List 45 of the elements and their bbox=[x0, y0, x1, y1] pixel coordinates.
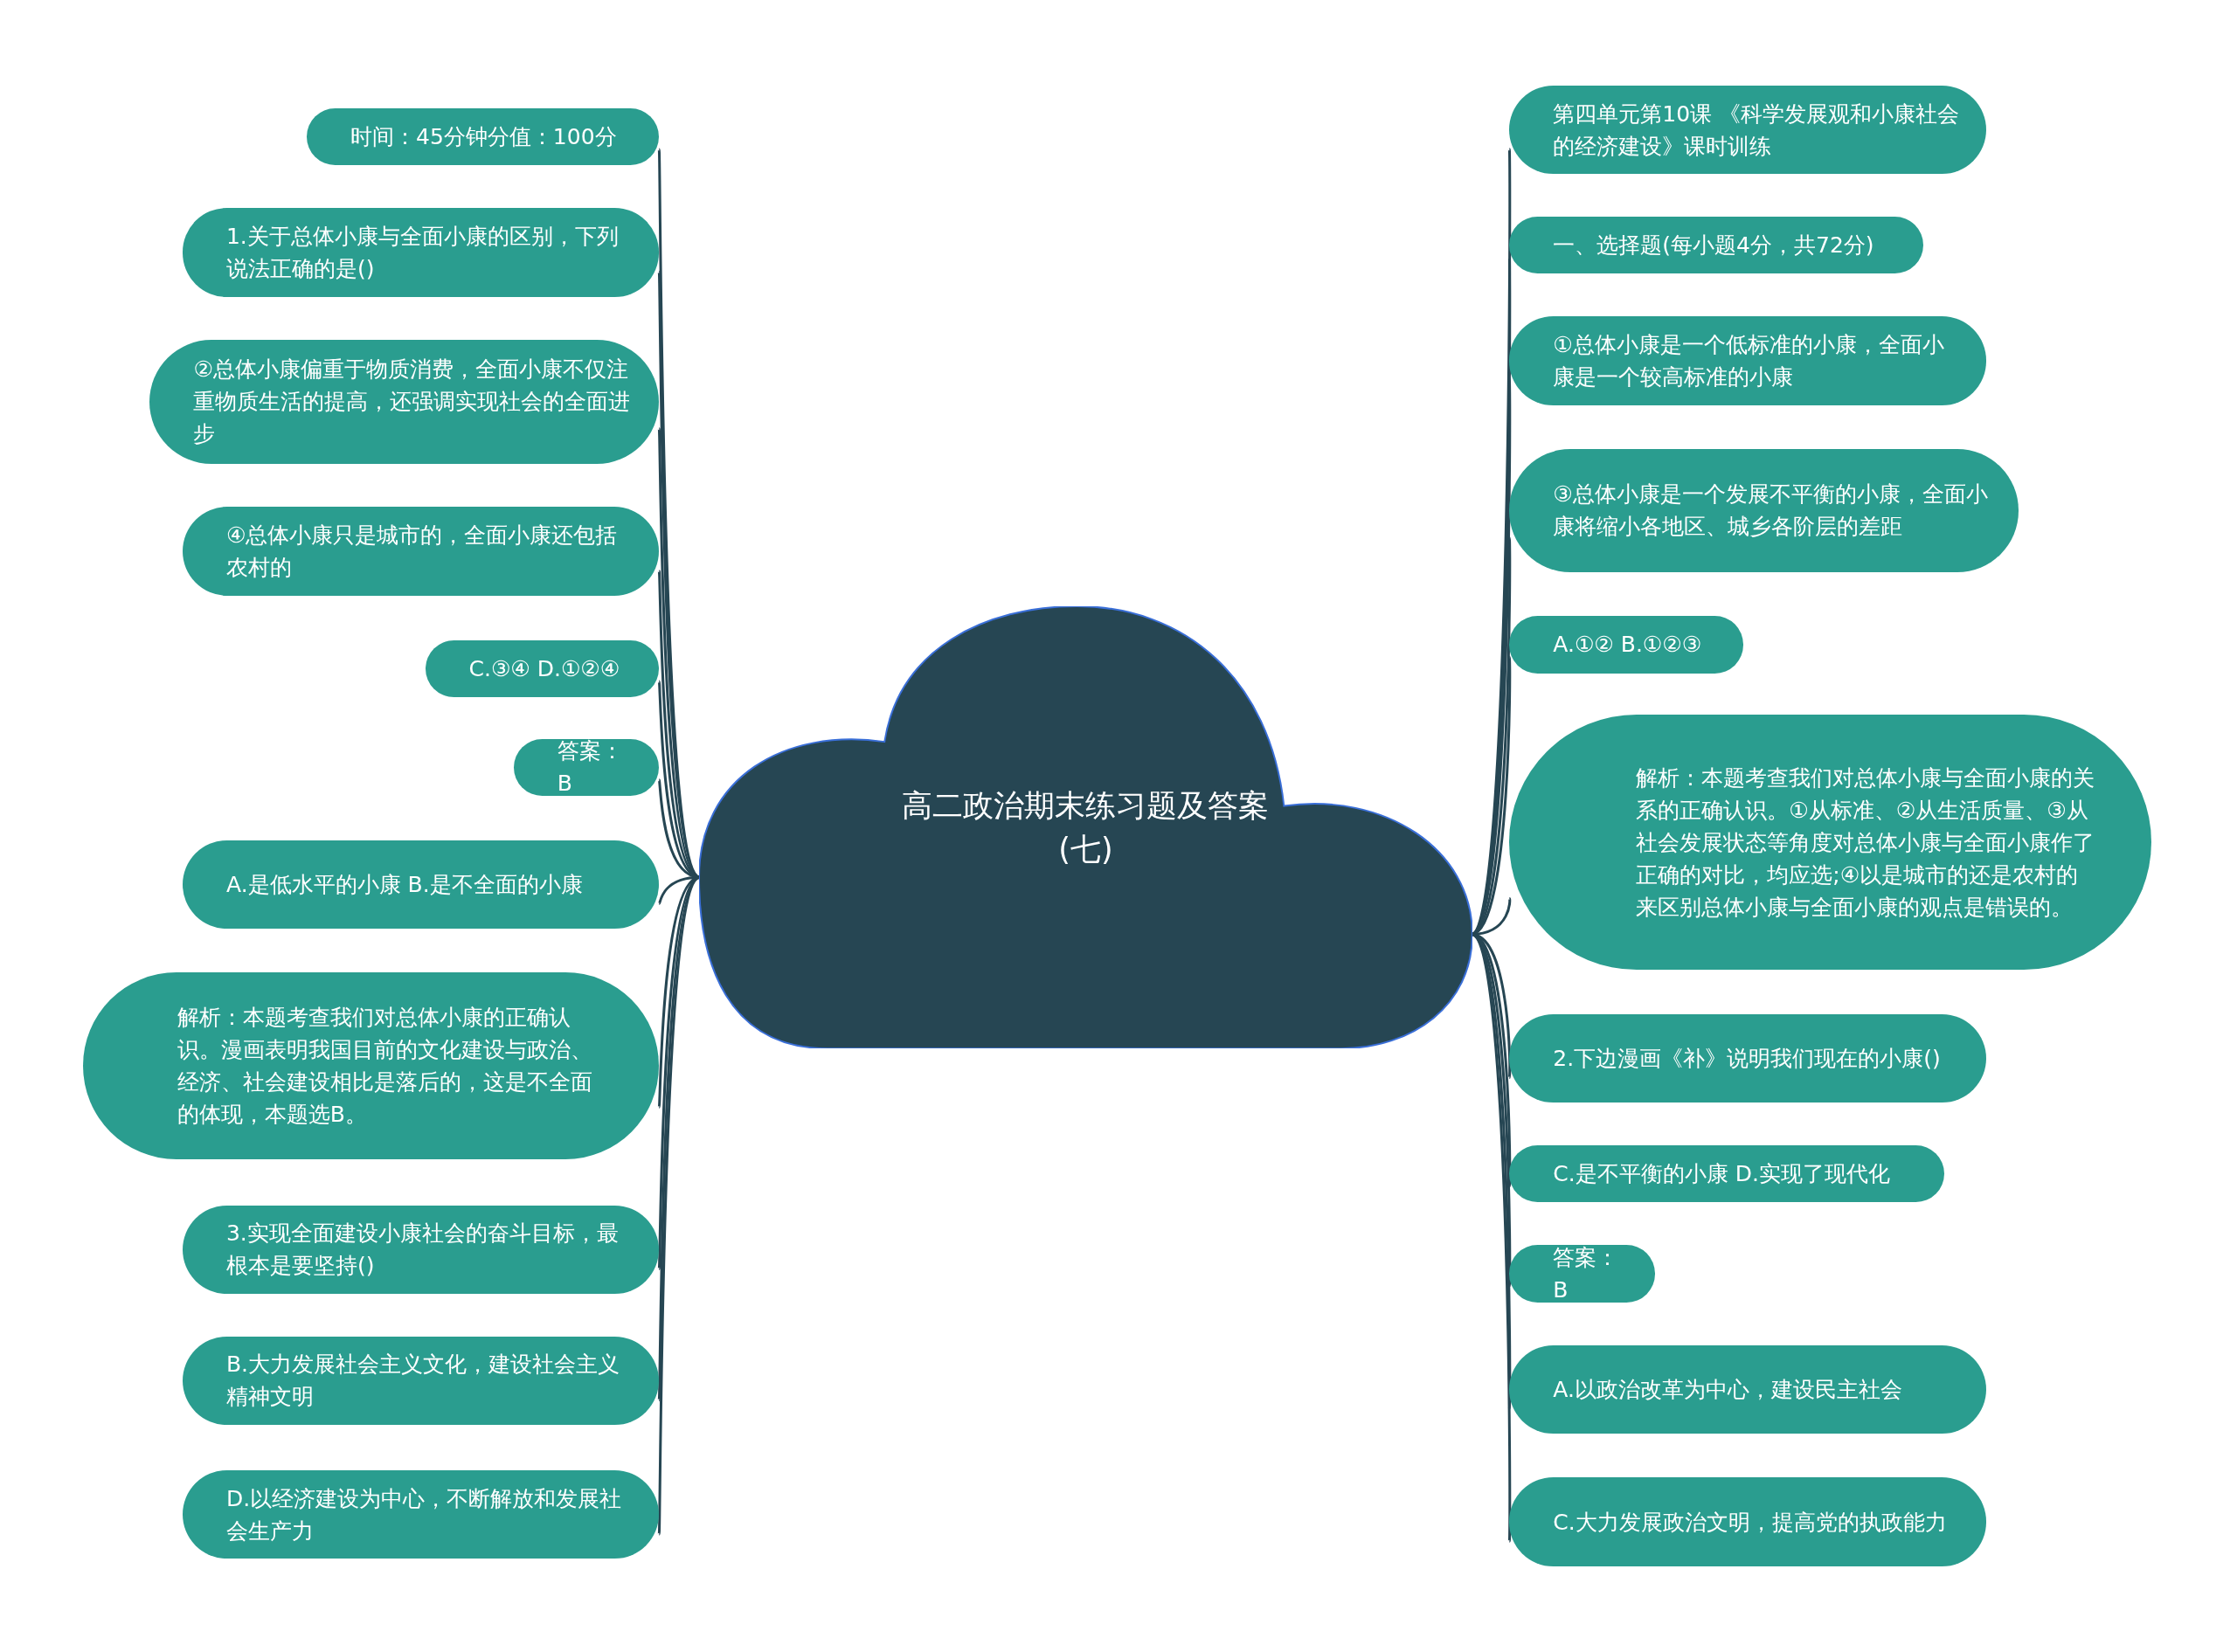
node-text: ④总体小康只是城市的，全面小康还包括农村的 bbox=[225, 522, 619, 582]
node-text: 时间：45分钟分值：100分 bbox=[350, 123, 617, 152]
topic-node bbox=[1509, 449, 2019, 572]
topic-node bbox=[182, 506, 660, 597]
topic-node bbox=[1509, 1013, 1986, 1103]
cloud-topic-node bbox=[699, 605, 1472, 1048]
topic-node bbox=[1509, 1145, 1945, 1203]
node-text: 3.实现全面建设小康社会的奋斗目标，最根本是要坚持() bbox=[225, 1220, 620, 1281]
topic-node bbox=[1509, 714, 2152, 971]
topic-node bbox=[182, 1205, 660, 1294]
node-text: A.①② B.①②③ bbox=[1553, 631, 1702, 660]
topic-node bbox=[1509, 616, 1744, 674]
node-text: B.大力发展社会主义文化，建设社会主义精神文明 bbox=[225, 1351, 621, 1412]
node-text: 1.关于总体小康与全面小康的区别，下列说法正确的是() bbox=[225, 222, 620, 283]
node-text: D.以经济建设为中心，不断解放和发展社会生产力 bbox=[225, 1484, 623, 1545]
topic-node bbox=[1509, 1344, 1986, 1434]
node-text: 一、选择题(每小题4分，共72分) bbox=[1553, 232, 1874, 260]
topic-node bbox=[182, 208, 660, 297]
node-text: 解析：本题考查我们对总体小康与全面小康的关系的正确认识。①从标准、②从生活质量、③从社会发展状态等角度对总体小康与全面小康作了正确的对比，均应选;④以是城市的还是农村的来区别总体小康与全面小康的观点是错误的。 bbox=[1636, 764, 2096, 922]
node-text: ①总体小康是一个低标准的小康，全面小康是一个较高标准的小康 bbox=[1553, 331, 1945, 392]
node-text: ②总体小康偏重于物质消费，全面小康不仅注重物质生活的提高，还强调实现社会的全面进步 bbox=[193, 356, 632, 449]
topic-node bbox=[1509, 316, 1986, 405]
node-text: 第四单元第10课 《科学发展观和小康社会的经济建设》课时训练 bbox=[1553, 100, 1960, 161]
topic-node bbox=[82, 972, 660, 1160]
node-text: A.是低水平的小康 B.是不全面的小康 bbox=[225, 870, 583, 899]
topic-node bbox=[1509, 1245, 1655, 1303]
node-text: A.以政治改革为中心，建设民主社会 bbox=[1553, 1375, 1902, 1404]
topic-node bbox=[307, 108, 660, 166]
topic-node bbox=[1509, 85, 1986, 175]
node-text: 答案：B bbox=[557, 737, 624, 798]
node-text: 解析：本题考查我们对总体小康的正确认识。漫画表明我国目前的文化建设与政治、经济、社会建设相比是落后的，这是不全面的体现，本题选B。 bbox=[177, 1004, 593, 1130]
node-text: ③总体小康是一个发展不平衡的小康，全面小康将缩小各地区、城乡各阶层的差距 bbox=[1553, 480, 1989, 542]
node-text: 答案：B bbox=[1553, 1243, 1620, 1304]
topic-node bbox=[182, 1470, 660, 1559]
topic-node bbox=[149, 339, 660, 464]
topic-node bbox=[182, 1336, 660, 1425]
node-text: C.③④ D.①②④ bbox=[468, 655, 620, 684]
topic-node bbox=[513, 738, 660, 796]
topic-node bbox=[1509, 1477, 1986, 1566]
topic-node bbox=[1509, 217, 1923, 274]
node-text: C.是不平衡的小康 D.实现了现代化 bbox=[1553, 1160, 1890, 1189]
node-text: 高二政治期末练习题及答案(七) bbox=[901, 786, 1271, 868]
node-text: C.大力发展政治文明，提高党的执政能力 bbox=[1553, 1508, 1947, 1537]
node-text: 2.下边漫画《补》说明我们现在的小康() bbox=[1553, 1044, 1941, 1073]
topic-node bbox=[425, 640, 660, 698]
